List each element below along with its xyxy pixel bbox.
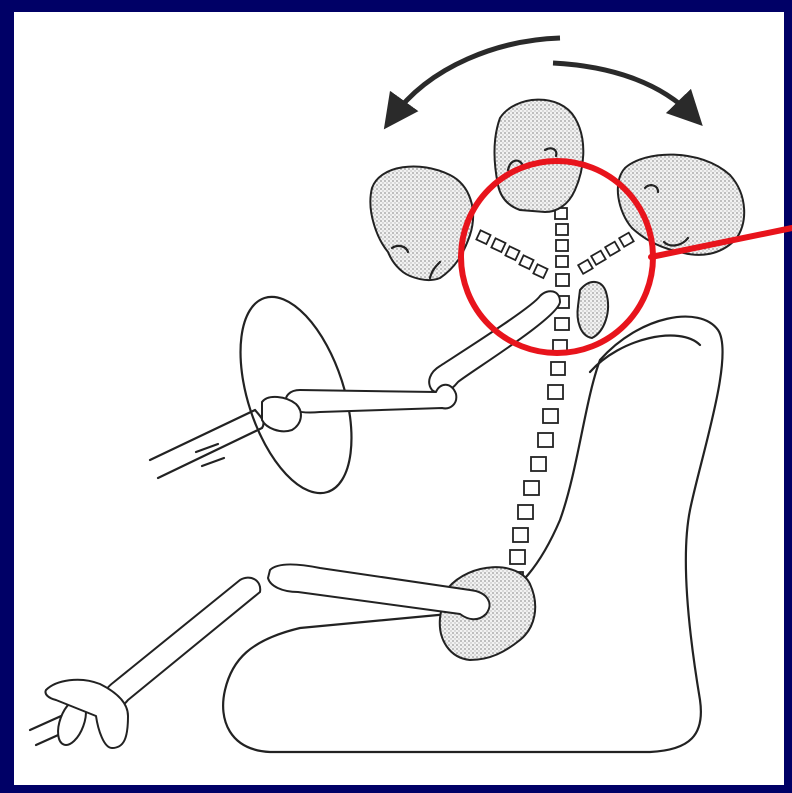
neck-extension-vertebrae bbox=[578, 233, 634, 274]
arm-bones bbox=[262, 291, 560, 431]
neck-flexion-vertebrae bbox=[476, 230, 547, 278]
curved-arrow-right-icon bbox=[553, 63, 693, 116]
head-flexed bbox=[370, 166, 473, 280]
car-seat bbox=[223, 317, 722, 752]
head-neutral bbox=[495, 100, 584, 212]
scapula bbox=[578, 282, 609, 338]
leg-bones bbox=[45, 565, 489, 749]
